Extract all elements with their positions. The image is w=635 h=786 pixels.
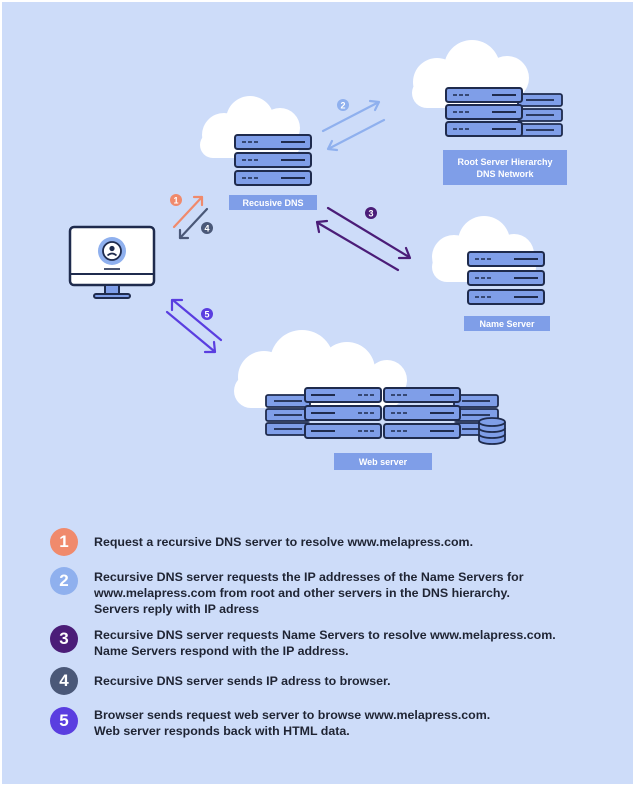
diagram-badge-5: 5 (201, 308, 213, 320)
diagram-badge-3: 3 (365, 207, 377, 219)
root-server-stack (445, 87, 563, 137)
arrow-step-5 (165, 298, 223, 354)
legend-item-1: 1 Request a recursive DNS server to reso… (50, 528, 473, 556)
legend-item-3: 3 Recursive DNS server requests Name Ser… (50, 625, 556, 659)
name-server-label: Name Server (464, 316, 550, 331)
name-server-stack (467, 251, 545, 305)
step-badge-2: 2 (50, 567, 78, 595)
diagram-badge-4-text: 4 (204, 224, 209, 234)
step-text-3: Recursive DNS server requests Name Serve… (94, 628, 556, 658)
step-badge-3: 3 (50, 625, 78, 653)
diagram-badge-3-text: 3 (368, 209, 373, 219)
diagram-badge-2: 2 (337, 99, 349, 111)
step-text-4: Recursive DNS server sends IP adress to … (94, 674, 391, 688)
step-text-5: Browser sends request web server to brow… (94, 708, 491, 738)
diagram-badge-4: 4 (201, 222, 213, 234)
step-badge-1: 1 (50, 528, 78, 556)
legend-item-4: 4 Recursive DNS server sends IP adress t… (50, 667, 391, 695)
recursive-dns-server (234, 134, 312, 186)
database-icon (478, 417, 506, 445)
step-badge-5: 5 (50, 707, 78, 735)
diagram-badge-1: 1 (170, 194, 182, 206)
diagram-badge-1-text: 1 (173, 196, 178, 206)
step-badge-4: 4 (50, 667, 78, 695)
step-text-1: Request a recursive DNS server to resolv… (94, 535, 474, 549)
legend-item-5: 5 Browser sends request web server to br… (50, 707, 490, 739)
web-server-stack (265, 387, 499, 439)
recursive-dns-label: Recusive DNS (229, 195, 317, 210)
diagram-badge-2-text: 2 (340, 101, 345, 111)
arrow-step-2 (321, 99, 386, 152)
arrow-step-4 (178, 207, 209, 240)
web-server-label: Web server (334, 453, 432, 470)
arrow-step-1 (172, 195, 204, 229)
root-server-label: Root Server Hierarchy DNS Network (443, 150, 567, 185)
computer-monitor-icon (68, 225, 156, 299)
step-text-2: Recursive DNS server requests the IP add… (94, 570, 524, 616)
legend-item-2: 2 Recursive DNS server requests the IP a… (50, 567, 524, 617)
arrow-step-3 (315, 206, 412, 272)
diagram-badge-5-text: 5 (204, 310, 209, 320)
